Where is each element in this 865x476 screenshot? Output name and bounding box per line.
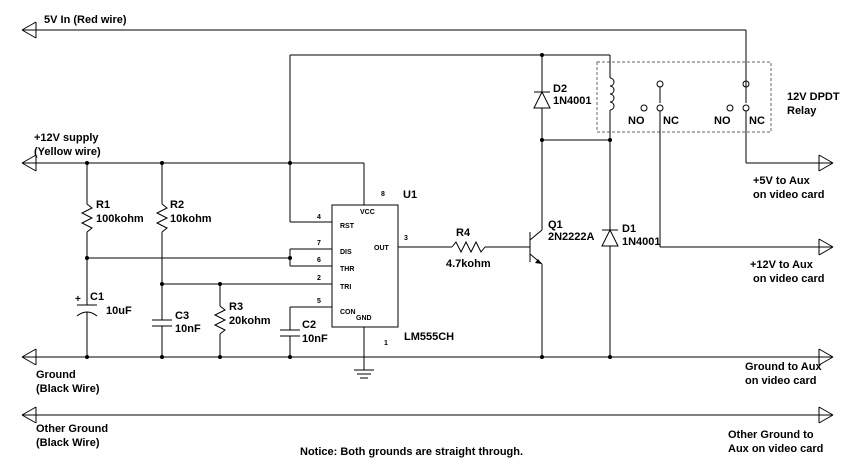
relay-no2: NO xyxy=(714,115,731,127)
label-12v-supply: +12V supply xyxy=(34,132,99,144)
u1-pin-rst: RST xyxy=(340,223,355,230)
d1-value: 1N4001 xyxy=(622,236,661,248)
u1-pin-vcc: VCC xyxy=(360,209,375,216)
r4-ref: R4 xyxy=(456,227,471,239)
label-12v-supply-note: (Yellow wire) xyxy=(34,146,101,158)
label-out-ground: Ground to Aux xyxy=(745,361,822,373)
relay-no1: NO xyxy=(628,115,645,127)
r1-resistor xyxy=(80,161,94,296)
c1-value: 10uF xyxy=(106,305,132,317)
c3-value: 10nF xyxy=(175,323,201,335)
u1-pin-con: CON xyxy=(340,309,356,316)
c2-value: 10nF xyxy=(302,333,328,345)
label-ground: Ground xyxy=(36,369,76,381)
label-ground-note: (Black Wire) xyxy=(36,383,100,395)
r4-value: 4.7kohm xyxy=(446,258,491,270)
u1-pinnum-5: 5 xyxy=(317,298,321,305)
label-other-ground-note: (Black Wire) xyxy=(36,437,100,449)
relay-nc2: NC xyxy=(749,115,765,127)
u1-pin-out: OUT xyxy=(374,245,390,252)
c1-plus: + xyxy=(75,294,81,305)
q1-ref: Q1 xyxy=(548,219,563,231)
rail-ground xyxy=(21,348,834,366)
relay-subtitle: Relay xyxy=(787,105,817,117)
r2-value: 10kohm xyxy=(170,213,212,225)
d2-diode xyxy=(533,53,551,142)
u1-pinnum-8: 8 xyxy=(381,191,385,198)
u1-pin-thr: THR xyxy=(340,266,354,273)
c3-capacitor xyxy=(152,319,172,359)
rail-other-ground xyxy=(21,406,834,424)
d1-diode xyxy=(542,139,619,359)
timing-wires xyxy=(87,54,610,286)
rail-12v-supply xyxy=(21,154,364,172)
c1-ref: C1 xyxy=(90,291,104,303)
u1-pin-dis: DIS xyxy=(340,249,352,256)
d2-value: 1N4001 xyxy=(553,95,592,107)
relay-dpdt xyxy=(596,55,834,256)
relay-nc1: NC xyxy=(663,115,679,127)
d1-ref: D1 xyxy=(622,223,636,235)
r3-ref: R3 xyxy=(229,301,243,313)
u1-ref: U1 xyxy=(403,189,417,201)
label-out-other-ground-note: Aux on video card xyxy=(728,443,823,455)
r1-value: 100kohm xyxy=(96,213,144,225)
r3-value: 20kohm xyxy=(229,315,271,327)
c1-capacitor: + xyxy=(75,294,98,359)
label-out-5v-note: on video card xyxy=(753,189,825,201)
label-out-12v-note: on video card xyxy=(753,273,825,285)
r4-resistor xyxy=(451,240,530,254)
d2-ref: D2 xyxy=(553,83,567,95)
label-out-12v: +12V to Aux xyxy=(750,259,814,271)
q1-value: 2N2222A xyxy=(548,231,595,243)
u1-pinnum-6: 6 xyxy=(317,257,321,264)
u1-pinnum-2: 2 xyxy=(317,275,321,282)
c2-ref: C2 xyxy=(302,319,316,331)
label-5v-in: 5V In (Red wire) xyxy=(44,14,127,26)
r3-resistor xyxy=(213,284,227,359)
label-out-other-ground: Other Ground to xyxy=(728,429,814,441)
u1-pin-tri: TRI xyxy=(340,284,351,291)
r1-ref: R1 xyxy=(96,199,110,211)
q1-transistor xyxy=(529,140,544,359)
u1-pinnum-4: 4 xyxy=(317,214,321,221)
u1-555-timer xyxy=(331,204,452,379)
notice-text: Notice: Both grounds are straight throug… xyxy=(300,446,523,458)
u1-pinnum-3: 3 xyxy=(404,235,408,242)
c2-capacitor xyxy=(280,306,332,359)
u1-pin-gnd: GND xyxy=(356,315,372,322)
u1-part: LM555CH xyxy=(404,331,454,343)
u1-pinnum-7: 7 xyxy=(317,240,321,247)
rail-5v-in xyxy=(21,21,747,95)
r2-resistor xyxy=(155,161,169,320)
r2-ref: R2 xyxy=(170,199,184,211)
relay-title: 12V DPDT xyxy=(787,91,840,103)
c3-ref: C3 xyxy=(175,310,189,322)
label-out-5v: +5V to Aux xyxy=(753,175,811,187)
u1-pinnum-1: 1 xyxy=(384,340,388,347)
label-out-ground-note: on video card xyxy=(745,375,817,387)
label-other-ground: Other Ground xyxy=(36,423,108,435)
